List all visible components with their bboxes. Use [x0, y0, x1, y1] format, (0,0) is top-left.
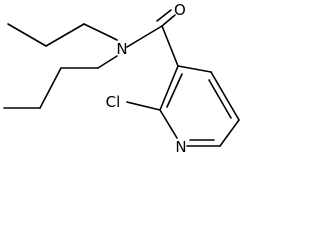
bond-ring-c5-c6	[219, 119, 240, 147]
bond-butyl1-c4-c3	[7, 23, 47, 47]
bond-ring-c3-c4	[177, 65, 212, 73]
atom-chlorine: Cl	[106, 93, 121, 111]
bond-butyl1-c1-n	[110, 36, 118, 41]
atom-labels: O N Cl N	[106, 1, 187, 154]
bond-ring-c2-c3-inner	[166, 73, 183, 108]
bond-ring-c2-c3	[159, 65, 179, 111]
atom-carbonyl-oxygen: O	[174, 1, 186, 19]
bond-butyl2-n-c1	[97, 55, 118, 69]
bond-carbonyl-ring	[161, 25, 179, 67]
bond-carbonyl-double-a	[161, 14, 176, 27]
bond-butyl1-c3-c2	[45, 23, 85, 47]
bonds	[3, 9, 240, 147]
bond-ring-n-c2	[159, 109, 178, 139]
bond-butyl1-c2-c1	[83, 23, 112, 38]
atom-amide-nitrogen: N	[116, 40, 127, 58]
bond-c2-cl	[126, 101, 161, 111]
bond-n-carbonyl-c	[126, 25, 163, 48]
bond-ring-c4-c5	[210, 71, 240, 121]
atom-pyridine-nitrogen: N	[175, 138, 186, 154]
bond-carbonyl-double-b	[156, 9, 172, 22]
bond-ring-c4-c5-inner	[208, 79, 232, 119]
structure-svg: O N Cl N	[3, 1, 240, 154]
structure-canvas: O N Cl N	[0, 0, 246, 154]
bond-butyl2-c2-c3	[39, 67, 62, 109]
